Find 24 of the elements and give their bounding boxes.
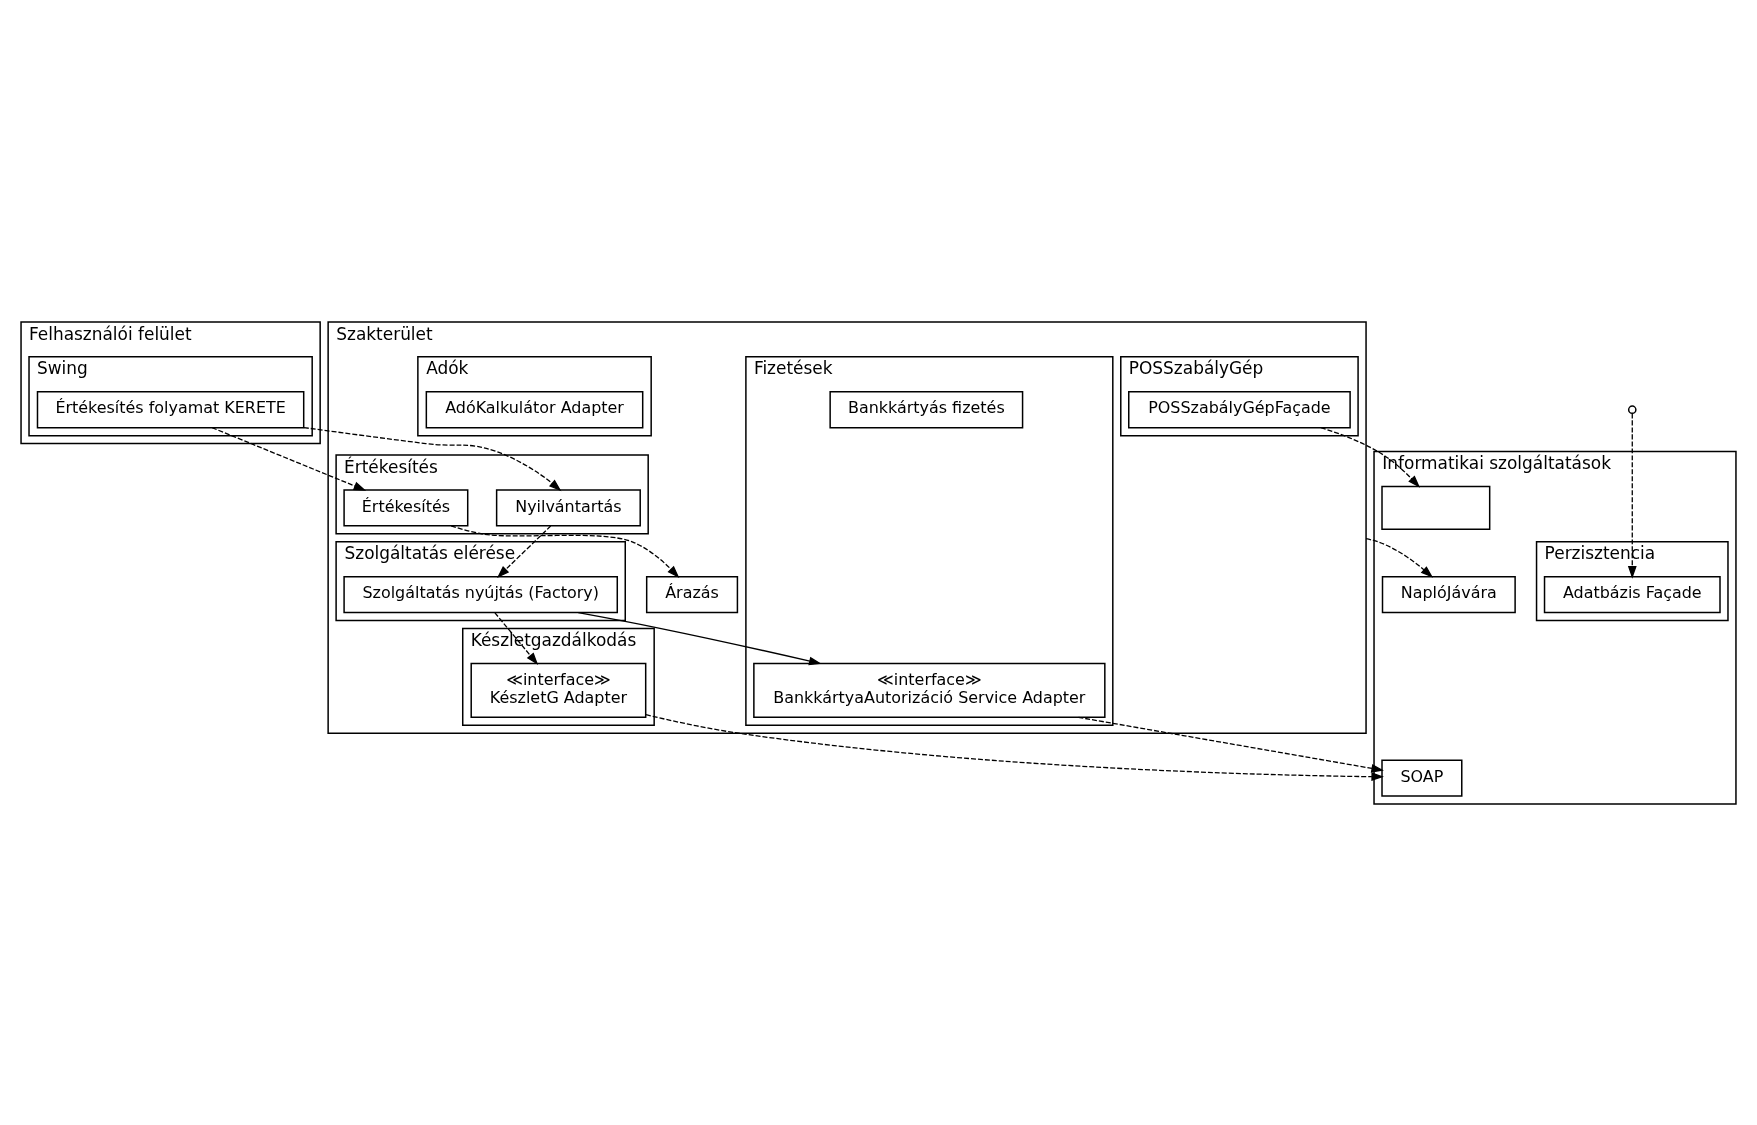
node-box: NaplóJávára <box>1381 575 1516 613</box>
arrow <box>645 713 1384 781</box>
node-box: AdóKalkulátor Adapter <box>425 390 644 428</box>
arrow <box>303 426 562 491</box>
node-box: Adatbázis Façade <box>1543 575 1721 613</box>
arrow <box>1627 412 1637 579</box>
node-box: ≪interface≫ KészletG Adapter <box>470 662 647 718</box>
node-box: Értékesítés folyamat KERETE <box>36 390 305 428</box>
arrow <box>497 524 552 578</box>
node-box: Bankkártyás fizetés <box>829 390 1024 428</box>
node-box: POSSzabályGépFaçade <box>1128 390 1351 428</box>
arrow <box>1320 426 1421 488</box>
node-box: Értékesítés <box>343 488 469 527</box>
node-box: Nyilvántartás <box>495 488 641 527</box>
arrow <box>450 524 680 578</box>
arrow <box>1077 716 1384 773</box>
node-box: Szolgáltatás nyújtás (Factory) <box>343 575 618 613</box>
node-box: Árazás <box>645 575 739 613</box>
node-box <box>1381 485 1491 530</box>
arrow <box>1365 537 1434 578</box>
arrow <box>211 426 367 491</box>
node-box: SOAP <box>1381 758 1463 797</box>
node-box: ≪interface≫ BankkártyaAutorizáció Service Adapter <box>753 662 1106 718</box>
arrow <box>494 611 539 665</box>
